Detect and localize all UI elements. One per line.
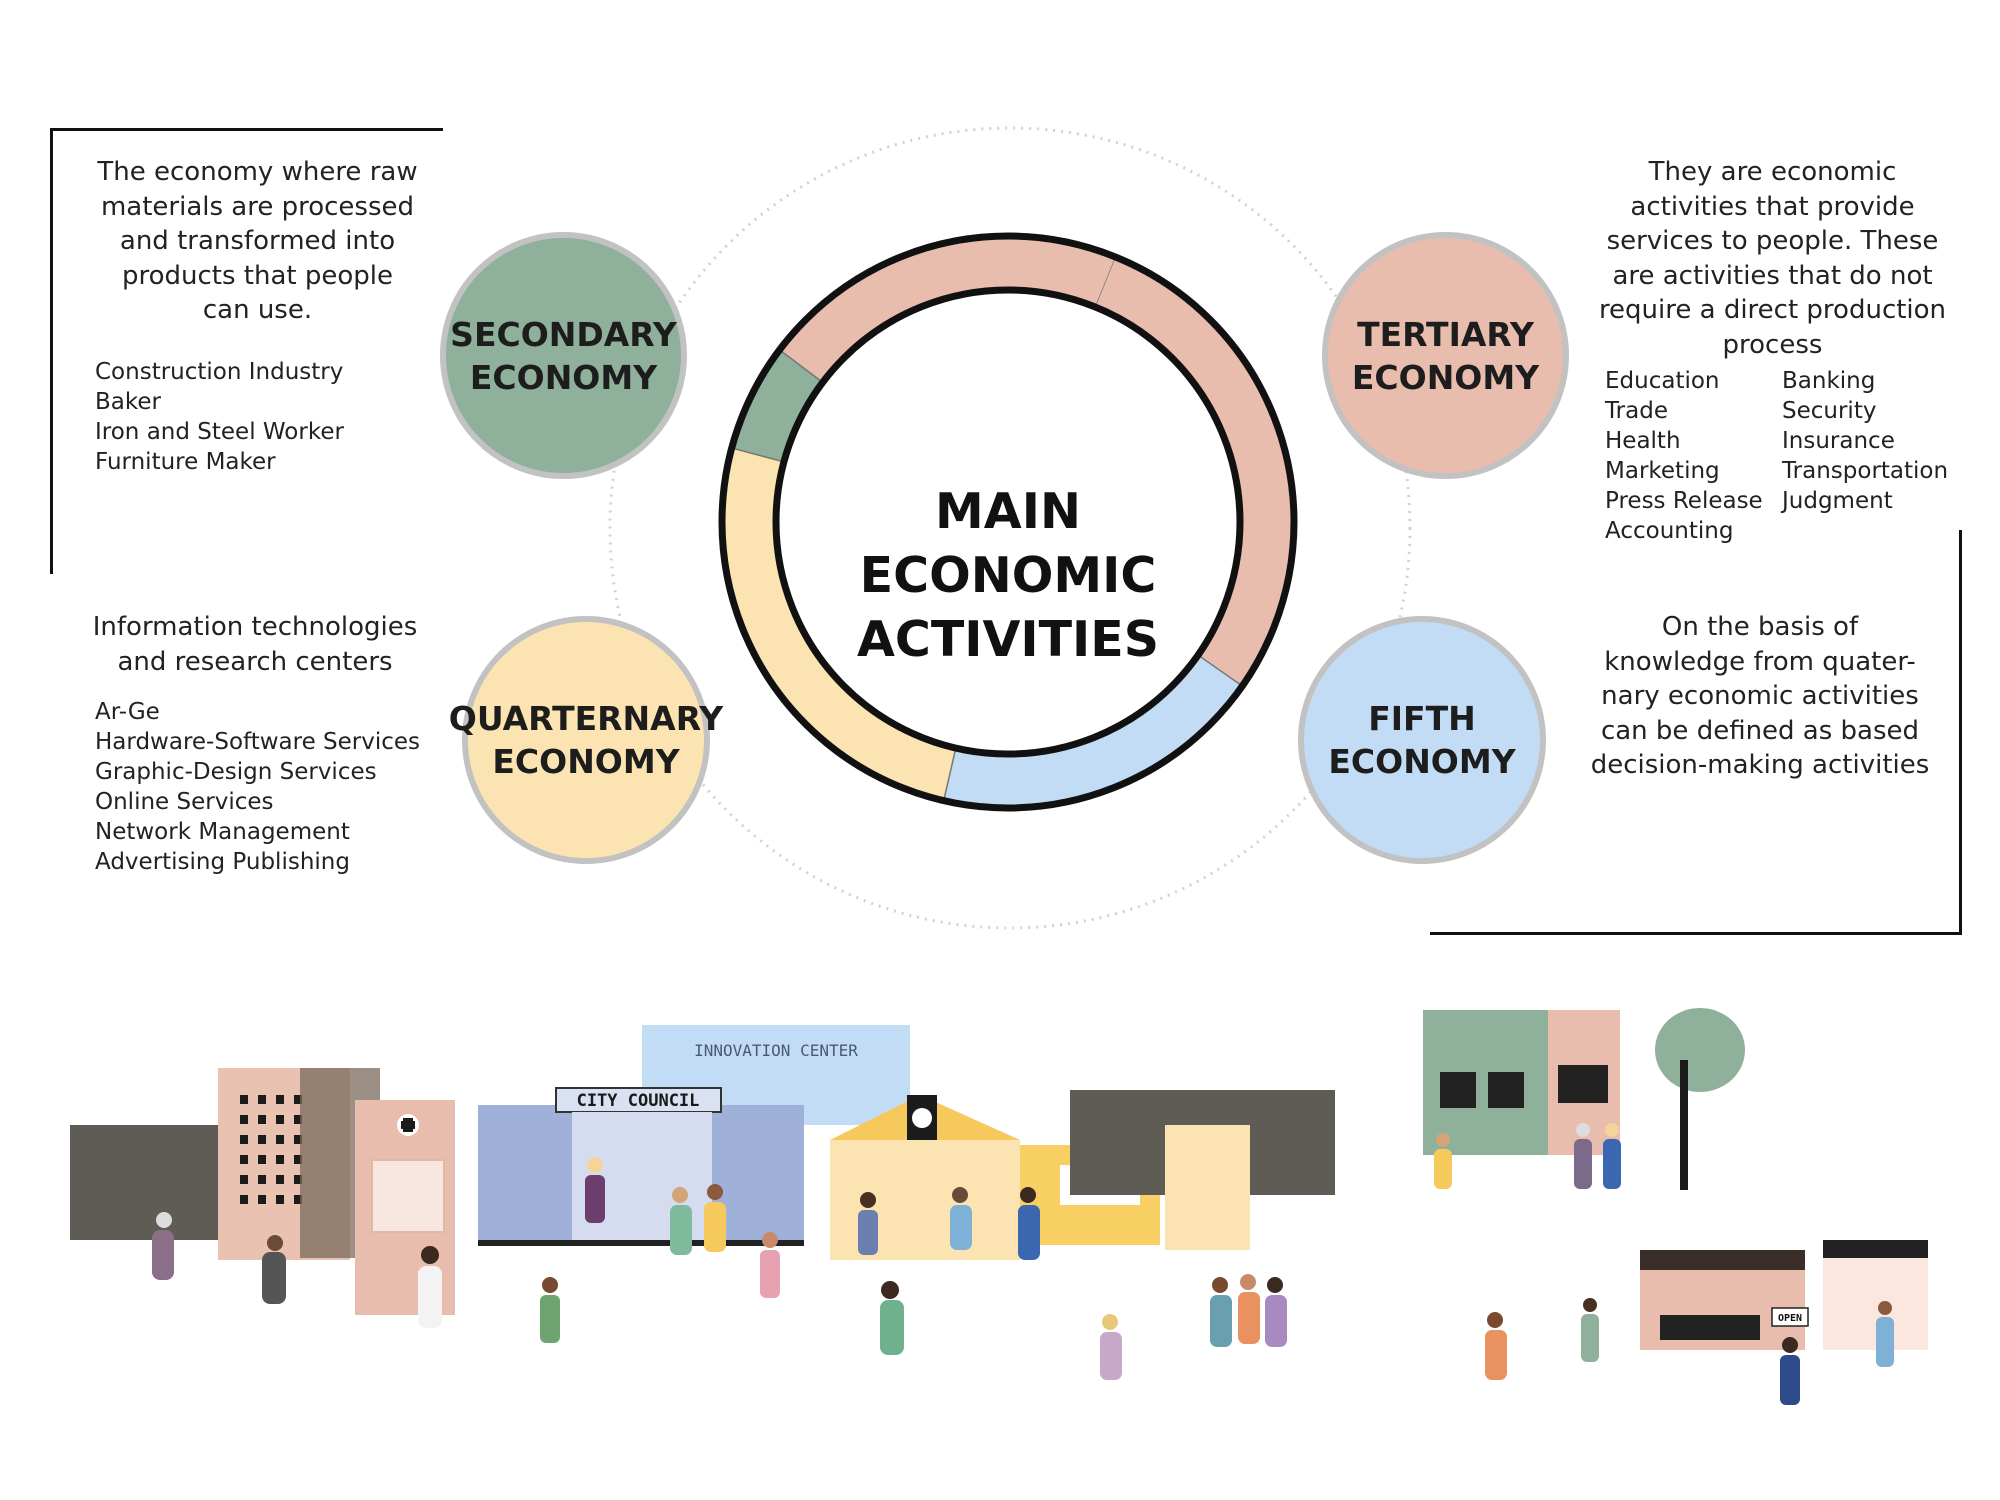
quarternary-economy-label: QUARTERNARY ECONOMY xyxy=(448,699,724,781)
secondary-description: The economy where raw materials are proc… xyxy=(97,157,418,325)
list-item: Graphic-Design Services xyxy=(95,759,377,785)
center-title: MAIN ECONOMIC ACTIVITIES xyxy=(856,483,1160,668)
list-item: Construction Industry xyxy=(95,359,344,385)
list-item: Banking xyxy=(1782,368,1876,394)
shop-open-sign: OPEN xyxy=(1778,1313,1802,1324)
ring-segment-divider xyxy=(779,349,824,383)
ring-segment-divider xyxy=(731,447,785,463)
tertiary-economy-label: TERTIARY ECONOMY xyxy=(1351,314,1540,397)
quarternary-ring-segment xyxy=(721,447,956,801)
city-council-label: CITY COUNCIL xyxy=(577,1091,700,1111)
tree-trunk xyxy=(1680,1060,1688,1190)
tertiary-ring-segment-top xyxy=(779,235,1116,383)
frame-top-left-vertical xyxy=(50,128,53,574)
dotted-orbit xyxy=(608,126,1412,930)
hospital-window-grid xyxy=(371,1159,445,1233)
list-item: Health xyxy=(1605,428,1681,454)
list-item: Education xyxy=(1605,368,1720,394)
list-item: Advertising Publishing xyxy=(95,849,350,875)
street-illustration: INNOVATION CENTER CITY COUNCIL OPEN xyxy=(70,1008,1928,1405)
list-item: Security xyxy=(1782,398,1877,424)
list-item: Iron and Steel Worker xyxy=(95,419,344,445)
ring-diagram xyxy=(608,126,1412,930)
tertiary-economy-circle: TERTIARY ECONOMY xyxy=(1322,232,1569,479)
list-item: Furniture Maker xyxy=(95,449,276,475)
list-item: Judgment xyxy=(1782,488,1893,514)
tertiary-examples-right: Banking Security Insurance Transportatio… xyxy=(1782,366,1948,516)
list-item: Network Management xyxy=(95,819,350,845)
tertiary-description: They are economic activities that provid… xyxy=(1598,157,1947,360)
people xyxy=(152,1123,1894,1405)
shop-right xyxy=(1823,1240,1928,1350)
list-item: Online Services xyxy=(95,789,274,815)
list-item: Transportation xyxy=(1782,458,1949,484)
tree-canopy xyxy=(1655,1008,1745,1092)
donut-inner-border xyxy=(772,286,1244,758)
clock-icon xyxy=(912,1108,932,1128)
innovation-center-label: INNOVATION CENTER xyxy=(694,1041,858,1060)
secondary-examples: Construction Industry Baker Iron and Ste… xyxy=(95,357,344,477)
quarternary-examples: Ar-Ge Hardware-Software Services Graphic… xyxy=(95,697,420,877)
list-item: Accounting xyxy=(1605,518,1734,544)
frame-bottom-right-vertical xyxy=(1959,530,1962,935)
ring-segment-divider xyxy=(1197,654,1243,687)
quarternary-economy-circle: QUARTERNARY ECONOMY xyxy=(449,616,723,864)
cream-building xyxy=(1165,1125,1250,1250)
secondary-ring-segment xyxy=(731,349,823,462)
secondary-economy-circle: SECONDARY ECONOMY xyxy=(440,232,687,479)
list-item: Baker xyxy=(95,389,161,415)
list-item: Marketing xyxy=(1605,458,1720,484)
quarternary-description: Information technologies and research ce… xyxy=(92,612,418,677)
list-item: Press Release xyxy=(1605,488,1763,514)
fifth-economy-label: FIFTH ECONOMY xyxy=(1328,699,1516,781)
ring-segment-divider xyxy=(942,747,957,801)
tower-windows xyxy=(240,1095,302,1204)
dark-building xyxy=(70,1125,230,1240)
list-item: Ar-Ge xyxy=(95,699,160,725)
secondary-economy-label: SECONDARY ECONOMY xyxy=(450,314,677,397)
fifth-description: On the basis of knowledge from quater-na… xyxy=(1590,612,1930,780)
frame-bottom-right-horizontal xyxy=(1430,932,1962,935)
frame-top-left-horizontal xyxy=(50,128,443,131)
donut-outer-border xyxy=(718,232,1298,812)
list-item: Trade xyxy=(1605,398,1668,424)
list-item: Insurance xyxy=(1782,428,1895,454)
tertiary-examples-left: Education Trade Health Marketing Press R… xyxy=(1605,366,1763,546)
list-item: Hardware-Software Services xyxy=(95,729,421,755)
fifth-economy-circle: FIFTH ECONOMY xyxy=(1298,616,1546,864)
